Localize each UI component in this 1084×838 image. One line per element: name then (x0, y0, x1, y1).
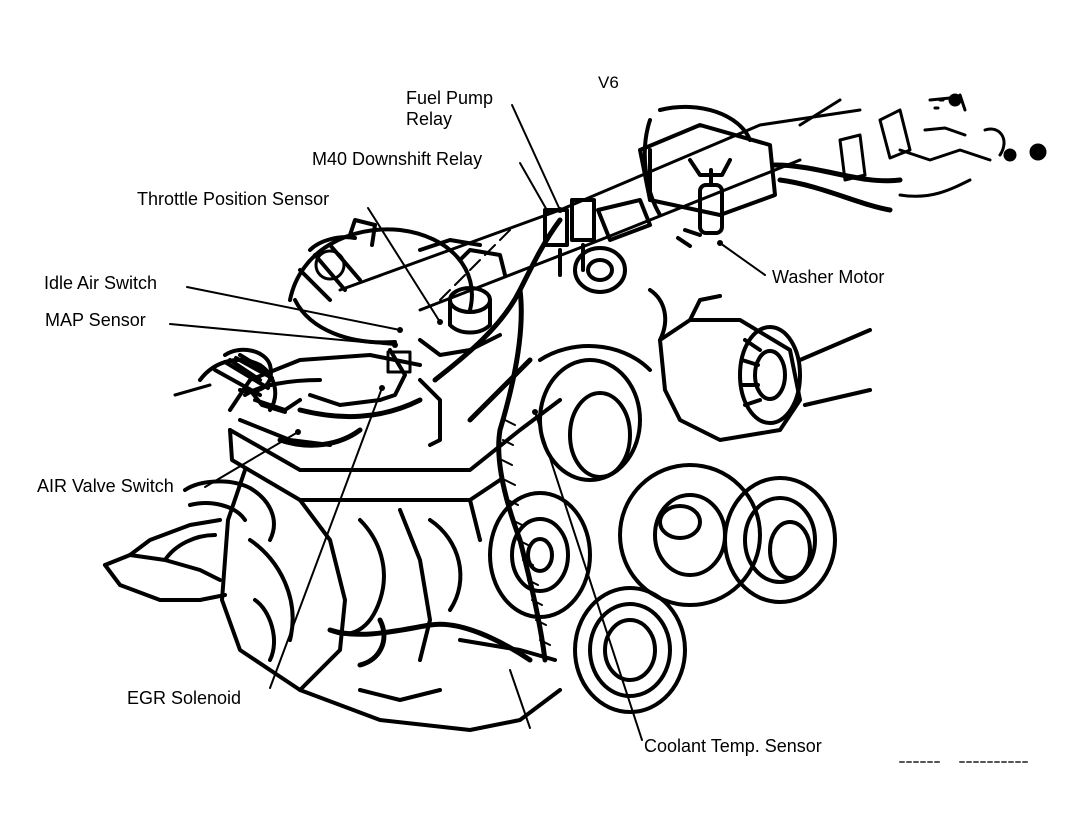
fuel-pump-relay-label: Fuel Pump Relay (406, 88, 526, 130)
m40-downshift-relay-label: M40 Downshift Relay (312, 149, 483, 169)
firewall (173, 98, 862, 397)
throttle-position-sensor-label: Throttle Position Sensor (137, 189, 330, 209)
engine-block (220, 398, 562, 732)
leader-lines (169, 104, 766, 741)
air-valve-switch-label: AIR Valve Switch (37, 476, 174, 496)
right-harness (772, 162, 903, 213)
idle-air-switch-label: Idle Air Switch (44, 273, 158, 293)
washer-reservoir (638, 104, 777, 248)
map-sensor-label: MAP Sensor (45, 310, 146, 330)
wiring-harness (277, 217, 563, 668)
leader-tips (295, 207, 723, 435)
pulleys (488, 344, 837, 714)
exhaust-manifold (103, 479, 276, 602)
washer-motor-label: Washer Motor (772, 267, 885, 287)
fuel-pump-relay-label-line1: Fuel Pump (406, 88, 494, 108)
throttle-body (378, 248, 507, 447)
relay-bracket (543, 198, 652, 294)
left-component (223, 347, 302, 412)
coolant-temp-sensor-label: Coolant Temp. Sensor (644, 736, 822, 756)
fuel-pump-relay-label-line2: Relay (406, 109, 453, 129)
diagram-title: V6 (598, 73, 619, 92)
alternator (648, 288, 872, 442)
egr-solenoid-label: EGR Solenoid (127, 688, 242, 708)
right-connectors (838, 93, 1047, 198)
